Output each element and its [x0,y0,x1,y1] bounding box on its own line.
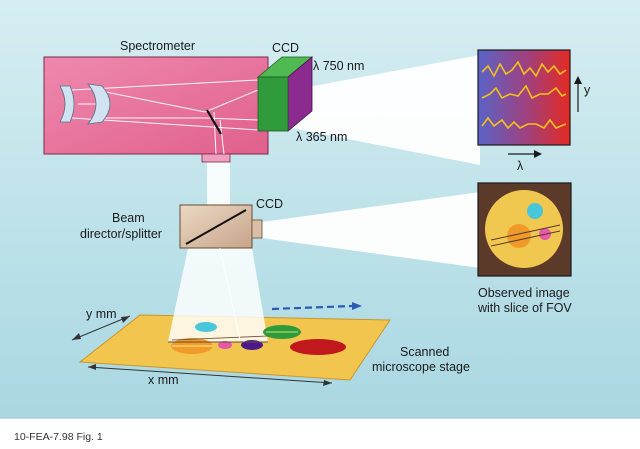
light-cone-spectrometer-to-splitter [207,162,230,205]
beam-splitter-mirror [185,209,247,245]
observed-image-label-line2: with slice of FOV [477,301,572,315]
y-mm-label: y mm [86,307,117,321]
x-dimension-line [87,366,333,384]
light-cone-to-spectrum-image [292,55,480,165]
x-dimension-arrowhead [323,380,332,386]
lambda-365-label: λ 365 nm [296,130,347,144]
microscope-stage [78,314,391,381]
splitter-ccd-port [251,219,263,239]
spectrometer-port [201,153,231,163]
ccd-mid-label: CCD [256,197,283,211]
y-dimension-arrowhead [121,316,130,323]
ccd-top-label: CCD [272,41,299,55]
lambda-750-label: λ 750 nm [313,59,364,73]
spectrum-traces [481,60,567,130]
beam-splitter-label-line1: Beam [112,211,145,225]
figure-caption: 10-FEA-7.98 Fig. 1 [14,431,103,443]
beam-splitter-label-line2: director/splitter [80,227,162,241]
caption-strip [0,418,640,449]
splitter-vertical-beam [219,247,241,341]
ccd-block-front [257,76,289,132]
observed-image-label-line1: Observed image [478,286,570,300]
fov-slice-line [171,335,269,341]
spectrum-lambda-label: λ [517,159,524,173]
spectrum-y-axis-arrowhead [574,76,582,84]
x-dimension-arrowhead [88,364,96,370]
scan-direction-arrow [271,304,353,311]
x-mm-label: x mm [148,373,179,387]
y-dimension-line [71,315,131,341]
scanned-stage-label-line2: microscope stage [372,360,470,374]
concave-mirror-large [87,83,111,125]
stage-spot-cyan [195,322,217,332]
concave-mirror-small [59,85,75,123]
spectrometer-body [43,56,269,155]
light-cone-splitter-to-stage [168,248,268,342]
y-dimension-arrowhead [72,333,81,340]
spectrum-lambda-axis-arrowhead [534,150,542,158]
spectrometer-label: Spectrometer [120,39,195,53]
observed-spot-orange [507,224,531,248]
spectrum-image [477,49,571,146]
scan-direction-arrowhead [352,302,362,310]
diffraction-grating [206,109,222,135]
observed-fov-slice [490,224,561,241]
observed-spot-cyan [527,203,543,219]
light-cone-to-observed-image [262,192,480,268]
stage-spot-red [290,339,346,355]
scanned-stage-label-line1: Scanned [400,345,449,359]
stage-spot-pink [218,341,232,349]
observed-fov-slice [490,230,561,247]
spectrum-y-label: y [584,83,591,97]
